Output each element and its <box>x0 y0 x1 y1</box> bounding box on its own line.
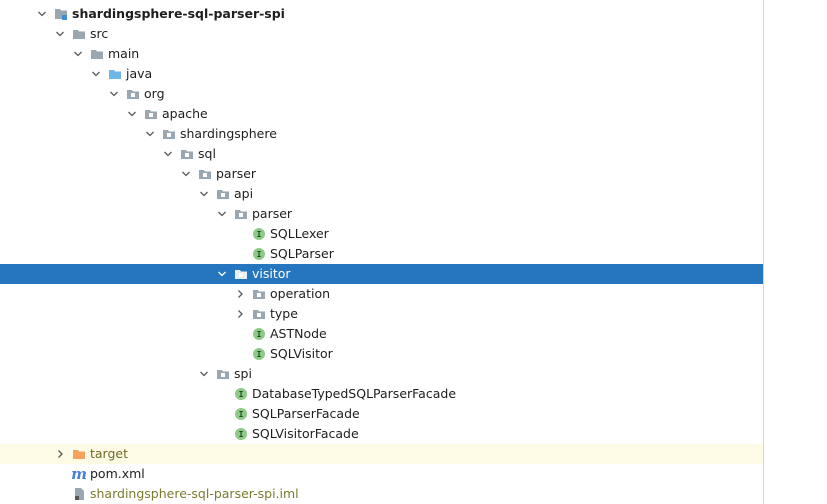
source-root-icon <box>108 67 122 81</box>
tree-node-label: visitor <box>252 266 291 281</box>
tree-node-shardingsphere[interactable]: shardingsphere <box>0 124 763 144</box>
chevron-right-icon[interactable] <box>234 284 246 304</box>
tree-node-label: parser <box>216 166 257 181</box>
interface-icon: I <box>234 407 248 421</box>
tree-node-sqlvisitor[interactable]: I SQLVisitor <box>0 344 763 364</box>
package-icon <box>216 367 230 381</box>
tree-node-label: SQLLexer <box>270 226 329 241</box>
chevron-down-icon[interactable] <box>144 124 156 144</box>
chevron-down-icon[interactable] <box>180 164 192 184</box>
tree-node-label: parser <box>252 206 293 221</box>
chevron-right-icon[interactable] <box>234 304 246 324</box>
tree-node-sqllexer[interactable]: I SQLLexer <box>0 224 763 244</box>
tree-node-label: target <box>90 446 129 461</box>
folder-icon <box>72 27 86 41</box>
interface-icon: I <box>252 347 266 361</box>
tree-node-type[interactable]: type <box>0 304 763 324</box>
tree-node-label: api <box>234 186 254 201</box>
tree-node-label: shardingsphere-sql-parser-spi.iml <box>90 486 299 501</box>
tree-node-api[interactable]: api <box>0 184 763 204</box>
tree-node-iml[interactable]: shardingsphere-sql-parser-spi.iml <box>0 484 763 504</box>
chevron-down-icon[interactable] <box>198 184 210 204</box>
tree-node-label: main <box>108 46 140 61</box>
tree-node-spi[interactable]: spi <box>0 364 763 384</box>
package-icon <box>162 127 176 141</box>
tree-node-target[interactable]: target <box>0 444 763 464</box>
tree-node-label: ASTNode <box>270 326 327 341</box>
tree-node-label: SQLVisitorFacade <box>252 426 359 441</box>
tree-node-sqlvisitorfacade[interactable]: I SQLVisitorFacade <box>0 424 763 444</box>
interface-icon: I <box>252 227 266 241</box>
project-tree-panel: shardingsphere-sql-parser-spi src main java… <box>0 4 763 504</box>
maven-icon: m <box>71 465 87 483</box>
tree-node-label: DatabaseTypedSQLParserFacade <box>252 386 457 401</box>
tree-node-label: spi <box>234 366 252 381</box>
chevron-down-icon[interactable] <box>36 4 48 24</box>
tree-node-label: java <box>126 66 153 81</box>
tree-node-astnode[interactable]: I ASTNode <box>0 324 763 344</box>
package-icon <box>144 107 158 121</box>
tree-node-operation[interactable]: operation <box>0 284 763 304</box>
chevron-down-icon[interactable] <box>216 264 228 284</box>
tree-node-parser1[interactable]: parser <box>0 164 763 184</box>
chevron-down-icon[interactable] <box>54 24 66 44</box>
tree-node-sqlparser[interactable]: I SQLParser <box>0 244 763 264</box>
tree-node-org[interactable]: org <box>0 84 763 104</box>
tree-node-label: src <box>90 26 109 41</box>
tree-node-java[interactable]: java <box>0 64 763 84</box>
chevron-down-icon[interactable] <box>198 364 210 384</box>
chevron-right-icon[interactable] <box>54 444 66 464</box>
tree-node-label: type <box>270 306 298 321</box>
panel-divider[interactable] <box>763 0 764 504</box>
tree-node-label: SQLVisitor <box>270 346 333 361</box>
package-icon <box>234 267 248 281</box>
module-folder-icon <box>54 7 68 21</box>
interface-icon: I <box>252 327 266 341</box>
chevron-down-icon[interactable] <box>162 144 174 164</box>
excluded-folder-icon <box>72 447 86 461</box>
chevron-down-icon[interactable] <box>72 44 84 64</box>
chevron-down-icon[interactable] <box>126 104 138 124</box>
tree-node-label: sql <box>198 146 216 161</box>
tree-node-label: apache <box>162 106 208 121</box>
tree-node-parser2[interactable]: parser <box>0 204 763 224</box>
tree-node-module[interactable]: shardingsphere-sql-parser-spi <box>0 4 763 24</box>
tree-node-label: pom.xml <box>90 466 145 481</box>
interface-icon: I <box>252 247 266 261</box>
tree-node-visitor[interactable]: visitor <box>0 264 763 284</box>
package-icon <box>252 307 266 321</box>
package-icon <box>180 147 194 161</box>
chevron-down-icon[interactable] <box>108 84 120 104</box>
editor-area <box>764 0 827 504</box>
tree-node-sqlparserfacade[interactable]: I SQLParserFacade <box>0 404 763 424</box>
tree-node-dbtyped[interactable]: I DatabaseTypedSQLParserFacade <box>0 384 763 404</box>
interface-icon: I <box>234 387 248 401</box>
tree-node-main[interactable]: main <box>0 44 763 64</box>
package-icon <box>126 87 140 101</box>
tree-node-apache[interactable]: apache <box>0 104 763 124</box>
tree-node-label: shardingsphere <box>180 126 277 141</box>
iml-file-icon <box>72 487 86 501</box>
package-icon <box>216 187 230 201</box>
tree-node-label: org <box>144 86 165 101</box>
tree-node-label: shardingsphere-sql-parser-spi <box>72 6 285 21</box>
chevron-down-icon[interactable] <box>216 204 228 224</box>
package-icon <box>198 167 212 181</box>
tree-node-label: SQLParserFacade <box>252 406 360 421</box>
package-icon <box>234 207 248 221</box>
chevron-down-icon[interactable] <box>90 64 102 84</box>
tree-node-label: SQLParser <box>270 246 334 261</box>
package-icon <box>252 287 266 301</box>
tree-node-src[interactable]: src <box>0 24 763 44</box>
tree-node-sql[interactable]: sql <box>0 144 763 164</box>
interface-icon: I <box>234 427 248 441</box>
folder-icon <box>90 47 104 61</box>
tree-node-label: operation <box>270 286 331 301</box>
